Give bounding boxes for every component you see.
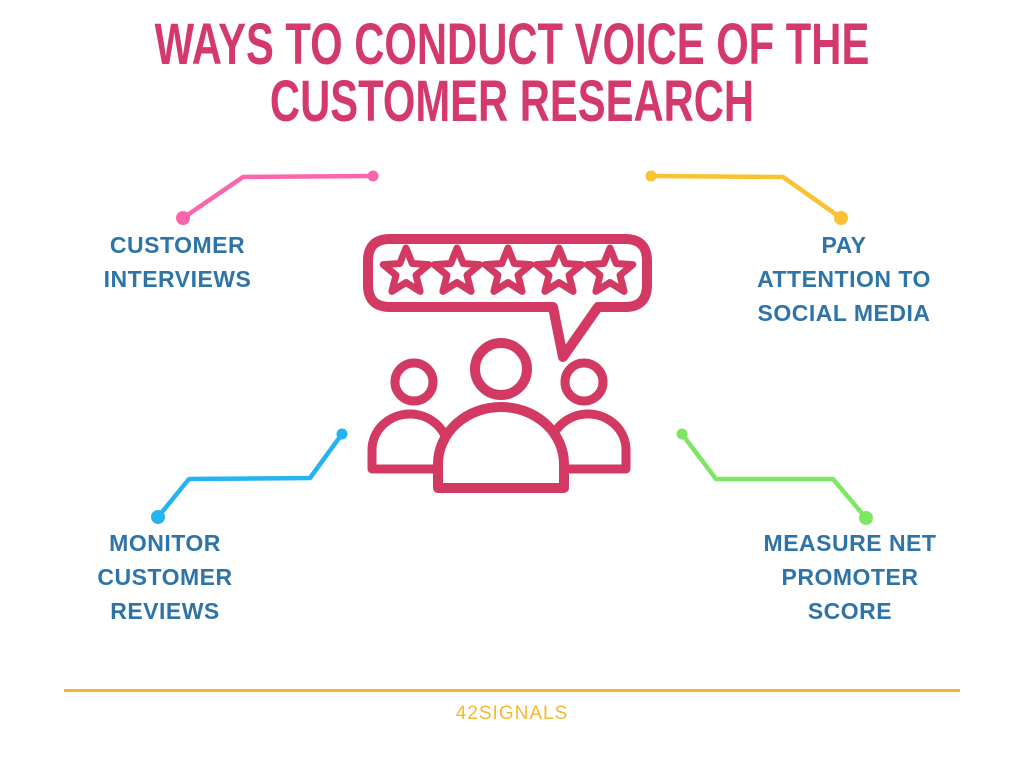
person-head-right [560,358,608,406]
connector-line-bottom-right [676,428,873,525]
connector-line-top-left [176,170,379,225]
person-head-left [390,358,438,406]
page-title-line-1: WAYS TO CONDUCT VOICE OF THE [154,12,870,77]
people-with-five-star-review-bubble-icon [363,234,652,493]
connector-dot [336,428,348,440]
label-line: MEASURE NET [763,530,937,556]
label-line: PROMOTER [781,564,919,590]
label-line: CUSTOMER [97,564,233,590]
connector-path [155,431,345,520]
connector-path [180,173,376,221]
person-head-center [470,338,532,400]
connector-dot [367,170,379,182]
label-customer-interviews: CUSTOMER INTERVIEWS [60,228,295,296]
label-line: ATTENTION TO [757,266,931,292]
connector-dot [676,428,688,440]
footer-divider [64,689,960,692]
person-body-center [433,402,569,493]
label-measure-net-promoter-score: MEASURE NET PROMOTER SCORE [738,526,962,628]
connector-line-bottom-left [151,428,348,524]
label-line: MONITOR [109,530,221,556]
label-line: INTERVIEWS [103,266,252,292]
page-title-line-2: CUSTOMER RESEARCH [269,69,755,134]
label-line: SCORE [807,598,893,624]
label-line: CUSTOMER [109,232,246,258]
label-line: SOCIAL MEDIA [757,300,931,326]
page-title: WAYS TO CONDUCT VOICE OF THE CUSTOMER RE… [0,12,1024,134]
connector-dot [859,511,873,525]
connector-line-top-right [645,170,848,225]
label-monitor-customer-reviews: MONITOR CUSTOMER REVIEWS [55,526,275,628]
connector-path [679,431,869,521]
connector-dot [176,211,190,225]
connector-dot [645,170,657,182]
connector-dot [834,211,848,225]
brand-name: 42SIGNALS [455,703,569,724]
label-line: REVIEWS [110,598,220,624]
label-line: PAY [821,232,867,258]
connector-path [648,173,844,221]
label-pay-attention-to-social-media: PAY ATTENTION TO SOCIAL MEDIA [731,228,957,330]
connector-dot [151,510,165,524]
